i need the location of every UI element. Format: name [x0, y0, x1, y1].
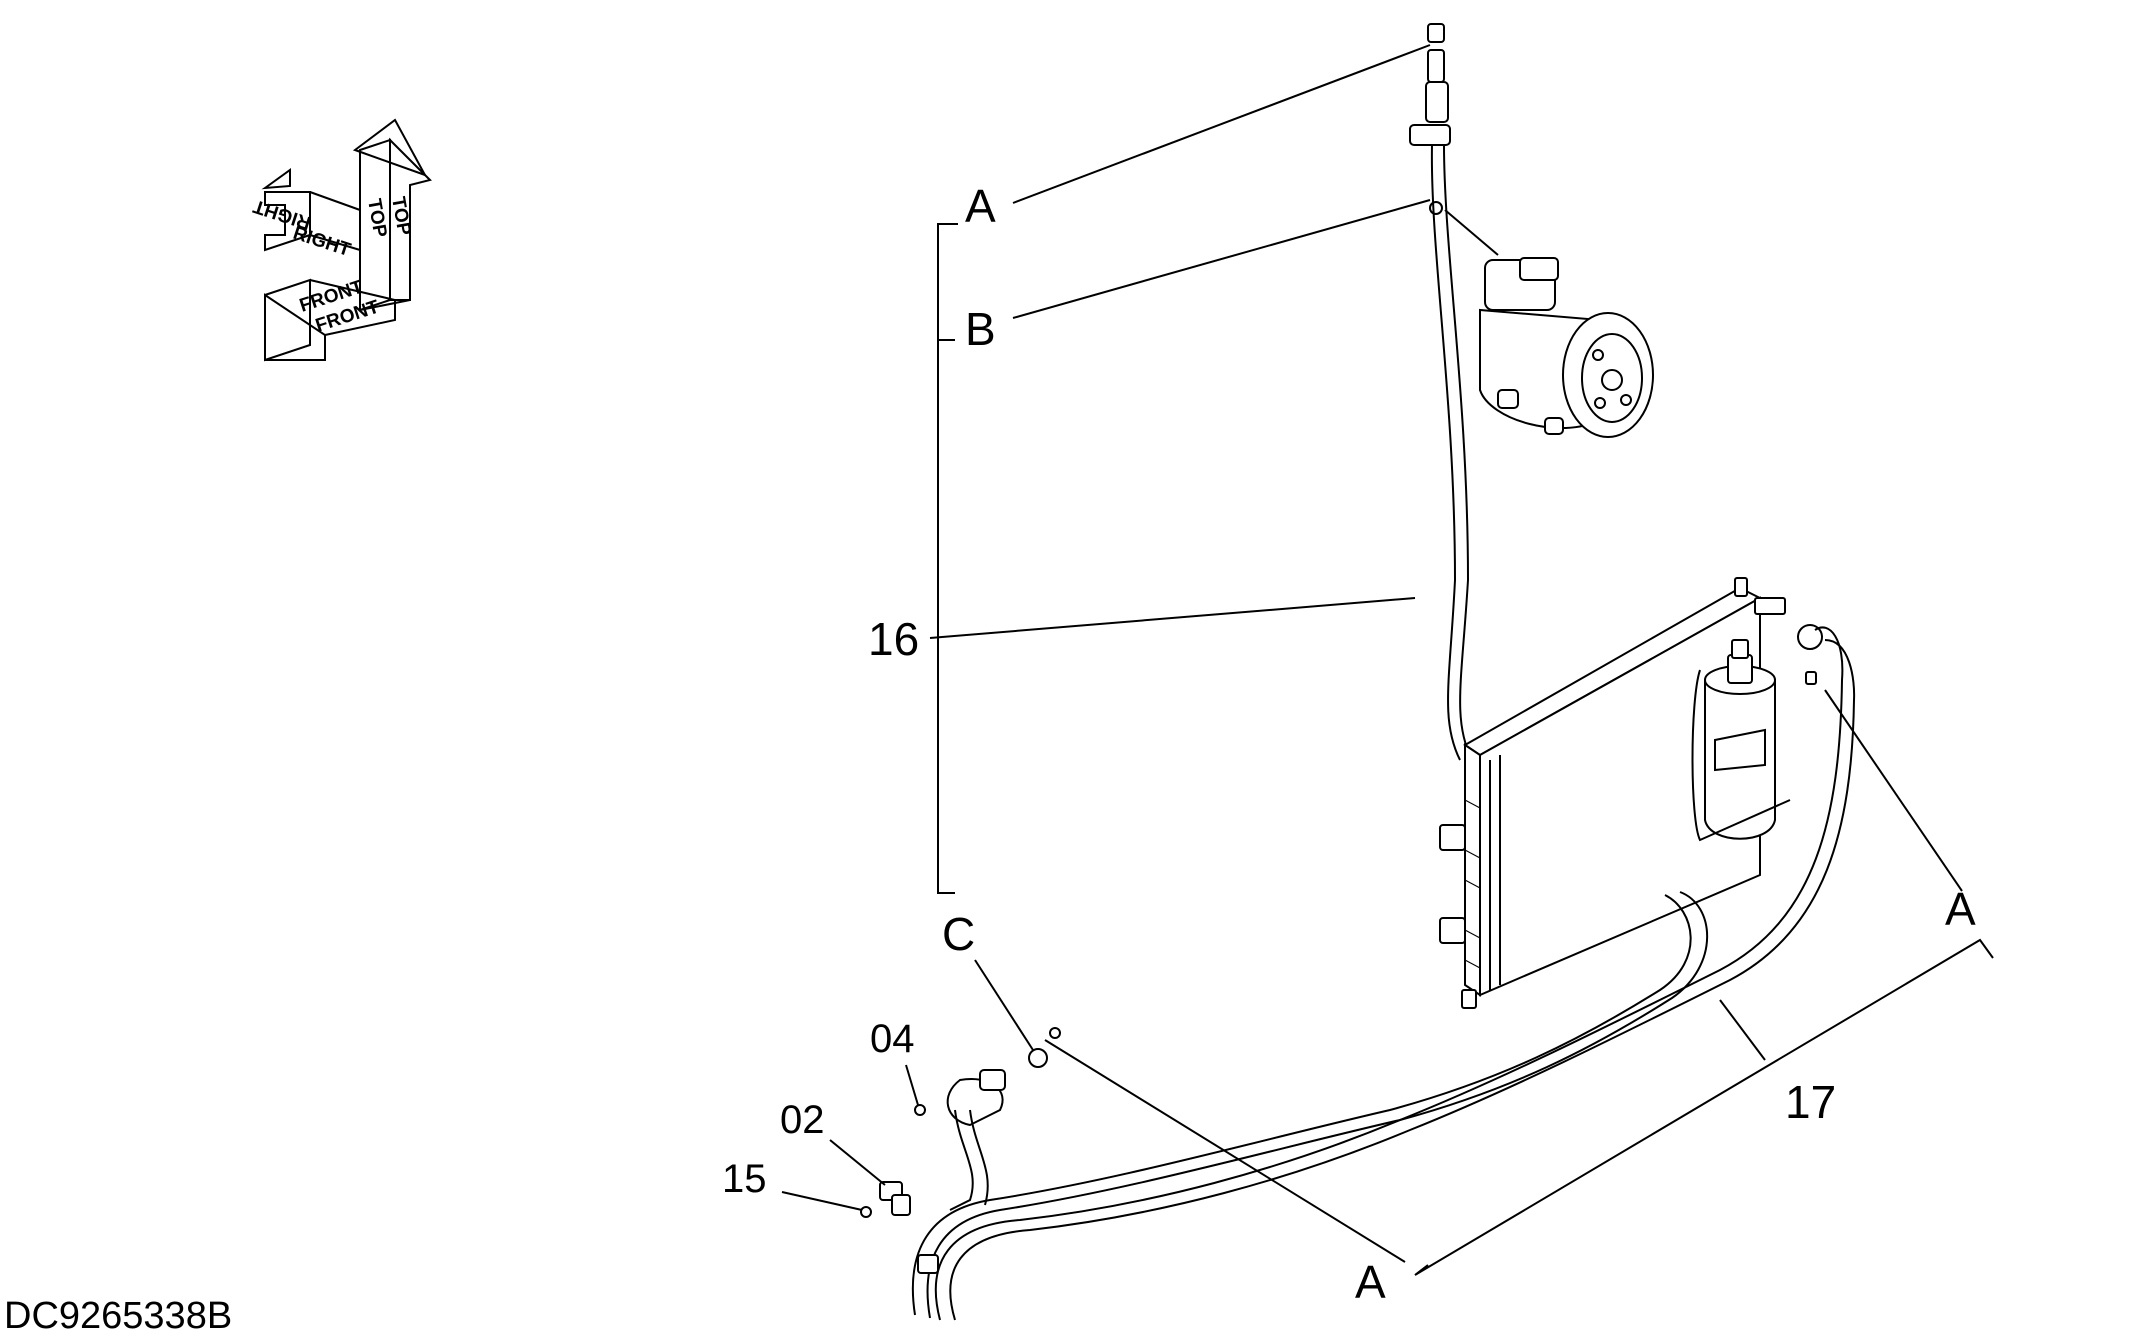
condenser-fins: [1464, 799, 1481, 969]
callout-b: B: [965, 303, 996, 355]
leader-c-to-a: [1044, 1039, 1406, 1263]
orientation-arrows-icon: [261, 118, 432, 362]
suction-hose: [1409, 23, 1473, 761]
callout-bracket: [937, 44, 1431, 894]
callout-c: C: [942, 908, 975, 960]
callout-15: 15: [722, 1157, 767, 1201]
ac-condenser: [1439, 577, 1786, 1009]
orientation-right-label-2: RIGHT: [250, 195, 313, 233]
ac-compressor: [1444, 209, 1654, 438]
callout-a-top: A: [965, 180, 996, 232]
callout-02: 02: [780, 1098, 825, 1142]
callout-04: 04: [870, 1017, 915, 1061]
receiver-drier: [1691, 639, 1791, 842]
hose-clamp-assembly: [879, 1027, 1061, 1274]
callout-bracket-right: [1414, 689, 1994, 1276]
liquid-line-hose: [911, 624, 1856, 1321]
callout-16: 16: [868, 613, 919, 665]
small-part-leaders: [781, 1064, 926, 1218]
leader-16: [929, 597, 1416, 639]
leader-c: [974, 959, 1034, 1051]
leader-17: [1719, 999, 1766, 1061]
callout-17: 17: [1785, 1076, 1836, 1128]
orientation-top-label-1: TOP: [363, 197, 390, 239]
drawing-code: DC9265338B: [4, 1295, 232, 1335]
callout-a-bottom: A: [1355, 1256, 1386, 1308]
callout-a-right: A: [1945, 883, 1976, 935]
